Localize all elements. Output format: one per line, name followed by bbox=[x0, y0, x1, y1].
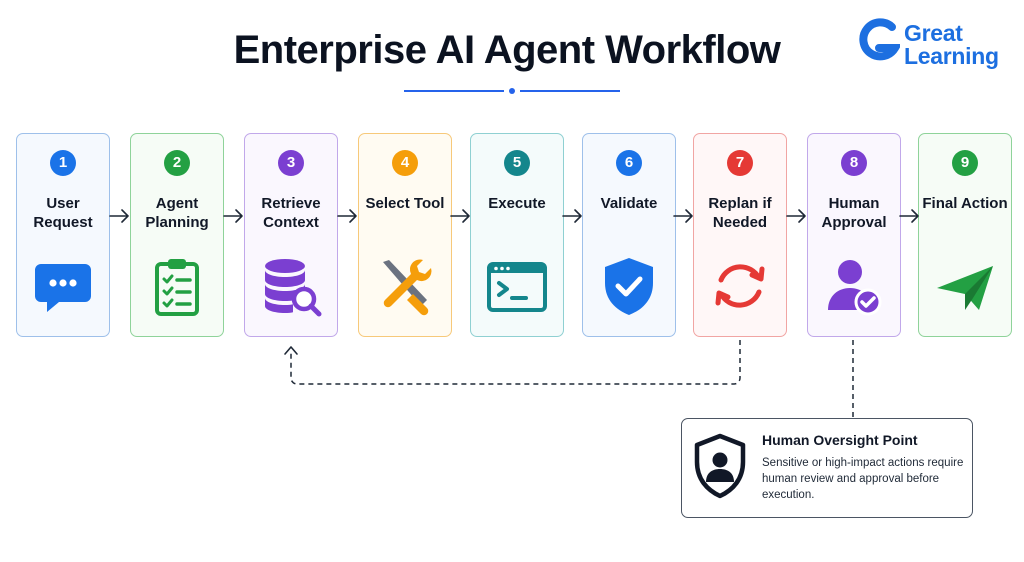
step-number-badge: 8 bbox=[841, 150, 867, 176]
step-label: Select Tool bbox=[365, 195, 445, 212]
logo-text-line1: Great bbox=[904, 20, 963, 46]
step-number-badge: 1 bbox=[50, 150, 76, 176]
title-underline bbox=[404, 88, 620, 94]
oversight-title: Human Oversight Point bbox=[762, 432, 918, 448]
clipboard-checklist-icon bbox=[155, 259, 199, 316]
logo-text-line2: Learning bbox=[904, 43, 999, 69]
step-select-tool: 4 Select Tool bbox=[358, 133, 452, 337]
step-number-badge: 5 bbox=[504, 150, 530, 176]
database-search-icon bbox=[265, 259, 322, 317]
arrow-7-to-8 bbox=[786, 209, 806, 223]
send-plane-icon bbox=[937, 266, 993, 310]
step-final-action: 9 Final Action bbox=[918, 133, 1012, 337]
step-number-badge: 4 bbox=[392, 150, 418, 176]
chat-bubble-icon bbox=[35, 264, 91, 312]
refresh-icon bbox=[715, 264, 765, 308]
tools-icon bbox=[383, 259, 432, 316]
shield-user-icon bbox=[694, 433, 746, 499]
arrow-5-to-6 bbox=[562, 209, 582, 223]
step-retrieve-context: 3 Retrieve Context bbox=[244, 133, 338, 337]
step-label: Agent Planning bbox=[145, 195, 209, 231]
arrow-6-to-7 bbox=[673, 209, 693, 223]
step-label: Retrieve Context bbox=[261, 195, 321, 231]
replan-loop-arrowhead bbox=[284, 346, 298, 355]
step-number-badge: 9 bbox=[952, 150, 978, 176]
step-label: Replan if Needed bbox=[708, 195, 772, 231]
great-learning-logo: Great Learning bbox=[858, 16, 1008, 72]
terminal-icon bbox=[487, 262, 547, 312]
step-number-badge: 6 bbox=[616, 150, 642, 176]
step-number-badge: 3 bbox=[278, 150, 304, 176]
arrow-8-to-9 bbox=[899, 209, 919, 223]
shield-check-icon bbox=[605, 258, 653, 315]
human-oversight-callout: Human Oversight Point Sensitive or high-… bbox=[681, 418, 973, 518]
step-label: Final Action bbox=[922, 195, 1008, 212]
oversight-description: Sensitive or high-impact actions require… bbox=[762, 457, 964, 501]
arrow-1-to-2 bbox=[109, 209, 129, 223]
user-check-icon bbox=[828, 260, 882, 316]
step-label: User Request bbox=[33, 195, 93, 231]
step-number-badge: 2 bbox=[164, 150, 190, 176]
arrow-4-to-5 bbox=[450, 209, 470, 223]
replan-loop-arrow bbox=[290, 340, 741, 385]
step-replan-if-needed: 7 Replan if Needed bbox=[693, 133, 787, 337]
step-validate: 6 Validate bbox=[582, 133, 676, 337]
arrow-2-to-3 bbox=[223, 209, 243, 223]
step-user-request: 1 User Request bbox=[16, 133, 110, 337]
step-label: Execute bbox=[488, 195, 546, 212]
page-title: Enterprise AI Agent Workflow bbox=[233, 28, 781, 72]
step-number-badge: 7 bbox=[727, 150, 753, 176]
g-logo-icon bbox=[859, 18, 900, 61]
step-human-approval: 8 Human Approval bbox=[807, 133, 901, 337]
step-label: Validate bbox=[600, 195, 658, 212]
arrow-3-to-4 bbox=[337, 209, 357, 223]
step-agent-planning: 2 Agent Planning bbox=[130, 133, 224, 337]
step-label: Human Approval bbox=[821, 195, 887, 231]
step-execute: 5 Execute bbox=[470, 133, 564, 337]
